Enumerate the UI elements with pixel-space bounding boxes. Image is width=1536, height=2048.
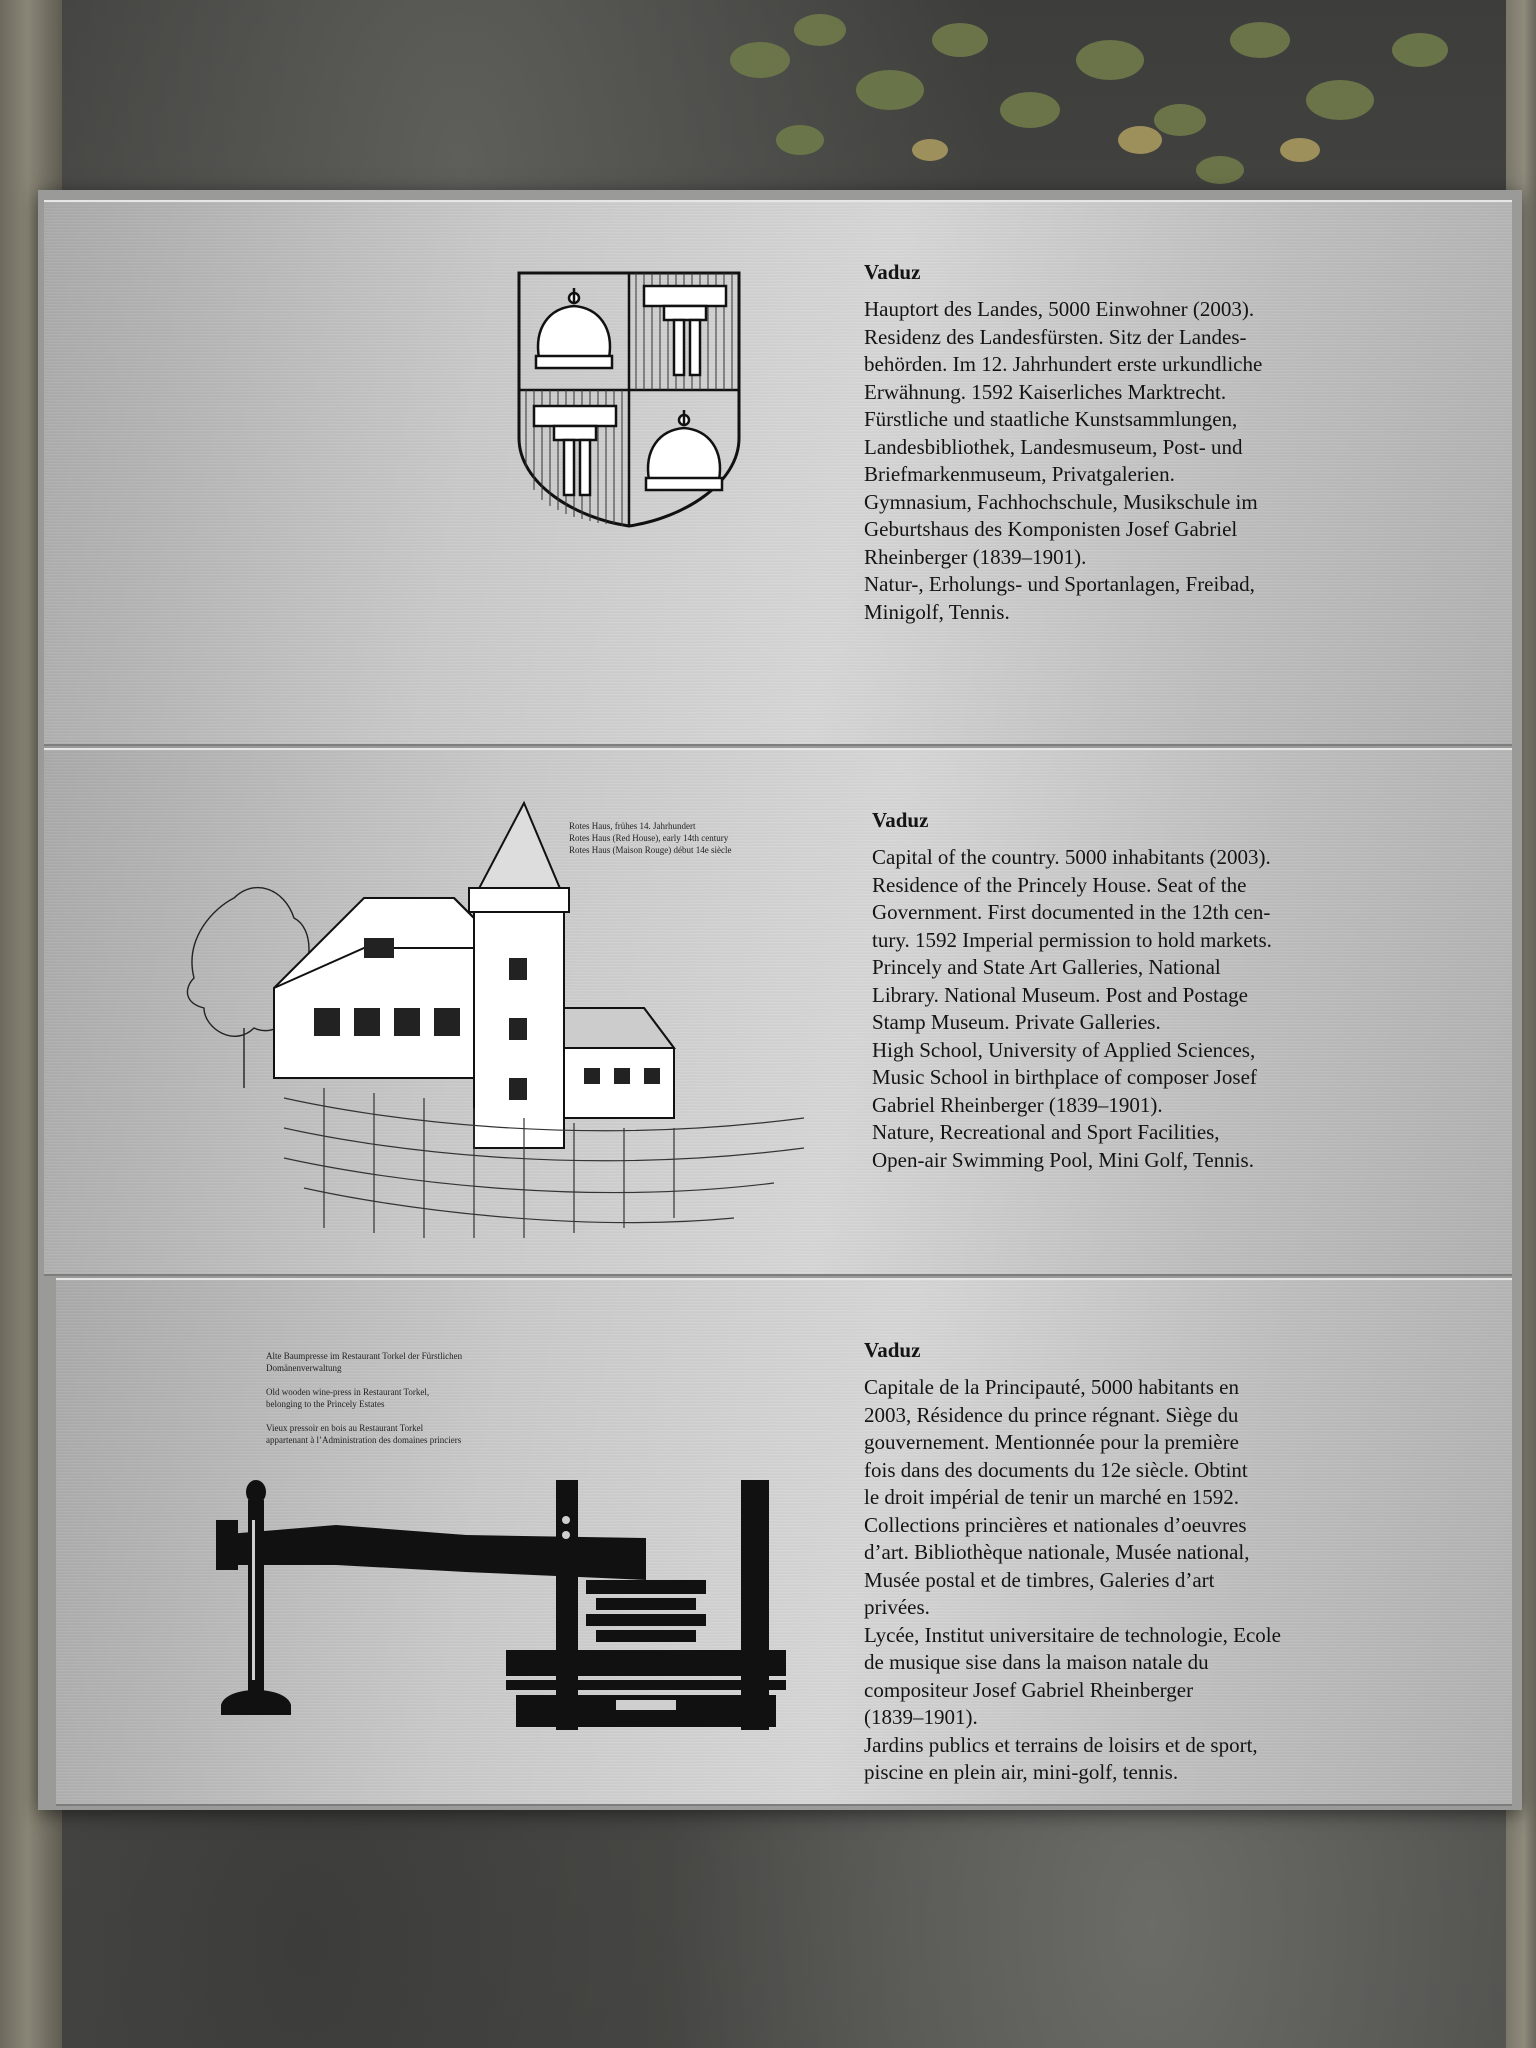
foliage-icon [730, 14, 1448, 184]
english-title: Vaduz [872, 808, 929, 832]
panel-german: Vaduz Hauptort des Landes, 5000 Einwohne… [44, 200, 1512, 746]
coat-of-arms-icon [517, 271, 741, 528]
french-title: Vaduz [864, 1338, 921, 1362]
english-illustration-caption: Rotes Haus, frühes 14. Jahrhundert Rotes… [569, 821, 732, 855]
german-title: Vaduz [864, 260, 921, 284]
german-body: Hauptort des Landes, 5000 Einwohner (200… [864, 297, 1263, 624]
red-house-drawing-icon [186, 800, 805, 1238]
english-body: Capital of the country. 5000 inhabitants… [872, 845, 1272, 1172]
panel-french: Alte Baumpresse im Restaurant Torkel der… [56, 1278, 1512, 1806]
wine-press-icon [216, 1480, 786, 1730]
panel-english: Rotes Haus, frühes 14. Jahrhundert Rotes… [44, 748, 1512, 1276]
french-illustration-caption: Alte Baumpresse im Restaurant Torkel der… [266, 1351, 463, 1445]
french-body: Capitale de la Principauté, 5000 habitan… [864, 1375, 1281, 1784]
